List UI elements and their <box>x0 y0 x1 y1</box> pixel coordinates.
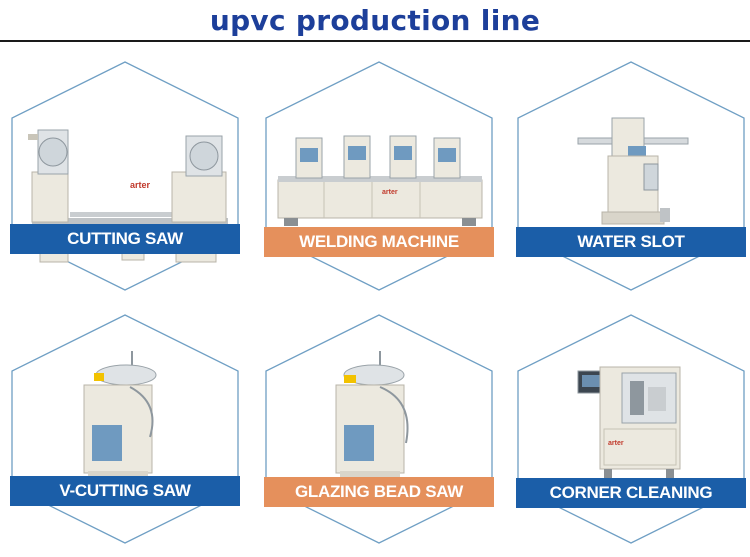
product-card-corner-cleaning[interactable]: arter CORNER CLEANING <box>516 313 746 545</box>
cutting-saw-image: arter <box>28 129 230 263</box>
corner-cleaning-image: arter <box>577 366 681 479</box>
product-banner: GLAZING BEAD SAW <box>264 477 494 507</box>
product-label: GLAZING BEAD SAW <box>294 482 464 501</box>
page-title: upvc production line <box>209 4 541 37</box>
product-card-water-slot[interactable]: WATER SLOT <box>516 60 746 292</box>
product-banner: WELDING MACHINE <box>264 227 494 257</box>
product-label: WELDING MACHINE <box>299 232 459 251</box>
welding-machine-image: arter <box>277 135 483 226</box>
product-label: CORNER CLEANING <box>549 483 713 502</box>
water-slot-image <box>577 117 689 225</box>
product-banner: CORNER CLEANING <box>516 478 746 508</box>
product-label: V-CUTTING SAW <box>59 481 191 500</box>
v-cutting-saw-image <box>83 351 157 479</box>
product-banner: WATER SLOT <box>516 227 746 257</box>
svg-text:arter: arter <box>130 180 151 190</box>
product-card-v-cutting-saw[interactable]: V-CUTTING SAW <box>10 313 240 545</box>
product-card-welding-machine[interactable]: arter WELDING MACHINE <box>264 60 494 292</box>
product-label: CUTTING SAW <box>67 229 183 248</box>
product-banner: CUTTING SAW <box>10 224 240 254</box>
product-card-cutting-saw[interactable]: arter CUTTING SAW <box>10 60 240 292</box>
svg-text:arter: arter <box>382 189 398 196</box>
product-card-glazing-bead-saw[interactable]: GLAZING BEAD SAW <box>264 313 494 545</box>
product-banner: V-CUTTING SAW <box>10 476 240 506</box>
product-label: WATER SLOT <box>577 232 685 251</box>
svg-text:arter: arter <box>608 440 624 447</box>
title-underline <box>0 40 750 42</box>
glazing-bead-saw-image <box>335 351 409 479</box>
